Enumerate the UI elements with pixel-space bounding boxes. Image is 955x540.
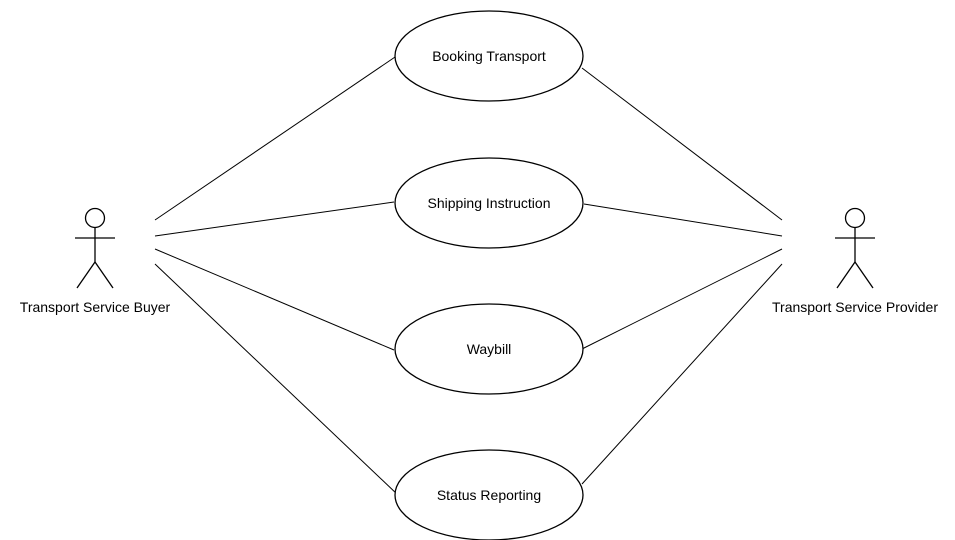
use-case-ellipse bbox=[394, 303, 584, 395]
buyer-associations bbox=[154, 54, 399, 496]
use-case-label: Waybill bbox=[467, 341, 512, 357]
actor-transport-service-provider: Transport Service Provider bbox=[772, 207, 938, 315]
actor-left-leg bbox=[836, 261, 856, 289]
use-case-ellipse bbox=[394, 449, 584, 540]
association-buyer-booking-transport bbox=[154, 54, 399, 221]
actor-label: Transport Service Buyer bbox=[20, 299, 171, 315]
actor-head bbox=[844, 207, 866, 229]
association-provider-waybill bbox=[581, 248, 783, 350]
association-provider-shipping-instruction bbox=[583, 203, 783, 237]
actor-label: Transport Service Provider bbox=[772, 299, 938, 315]
association-buyer-waybill bbox=[154, 248, 395, 351]
use-case-ellipse bbox=[394, 10, 584, 102]
actor-transport-service-buyer: Transport Service Buyer bbox=[20, 207, 171, 315]
association-provider-booking-transport bbox=[581, 67, 783, 221]
use-case-label: Booking Transport bbox=[432, 48, 546, 64]
use-case-status-reporting: Status Reporting bbox=[394, 449, 584, 540]
stick-figure-icon bbox=[835, 207, 875, 289]
actor-right-leg bbox=[854, 261, 874, 289]
use-case-booking-transport: Booking Transport bbox=[394, 10, 584, 102]
use-case-label: Status Reporting bbox=[437, 487, 541, 503]
actor-right-leg bbox=[94, 261, 114, 289]
use-case-shipping-instruction: Shipping Instruction bbox=[394, 157, 584, 249]
actor-head bbox=[84, 207, 106, 229]
association-provider-status-reporting bbox=[581, 263, 783, 485]
association-buyer-status-reporting bbox=[154, 263, 399, 496]
stick-figure-icon bbox=[75, 207, 115, 289]
actor-left-leg bbox=[76, 261, 96, 289]
association-buyer-shipping-instruction bbox=[154, 201, 395, 237]
provider-associations bbox=[581, 67, 783, 485]
use-case-waybill: Waybill bbox=[394, 303, 584, 395]
use-case-ellipse bbox=[394, 157, 584, 249]
use-case-label: Shipping Instruction bbox=[428, 195, 551, 211]
